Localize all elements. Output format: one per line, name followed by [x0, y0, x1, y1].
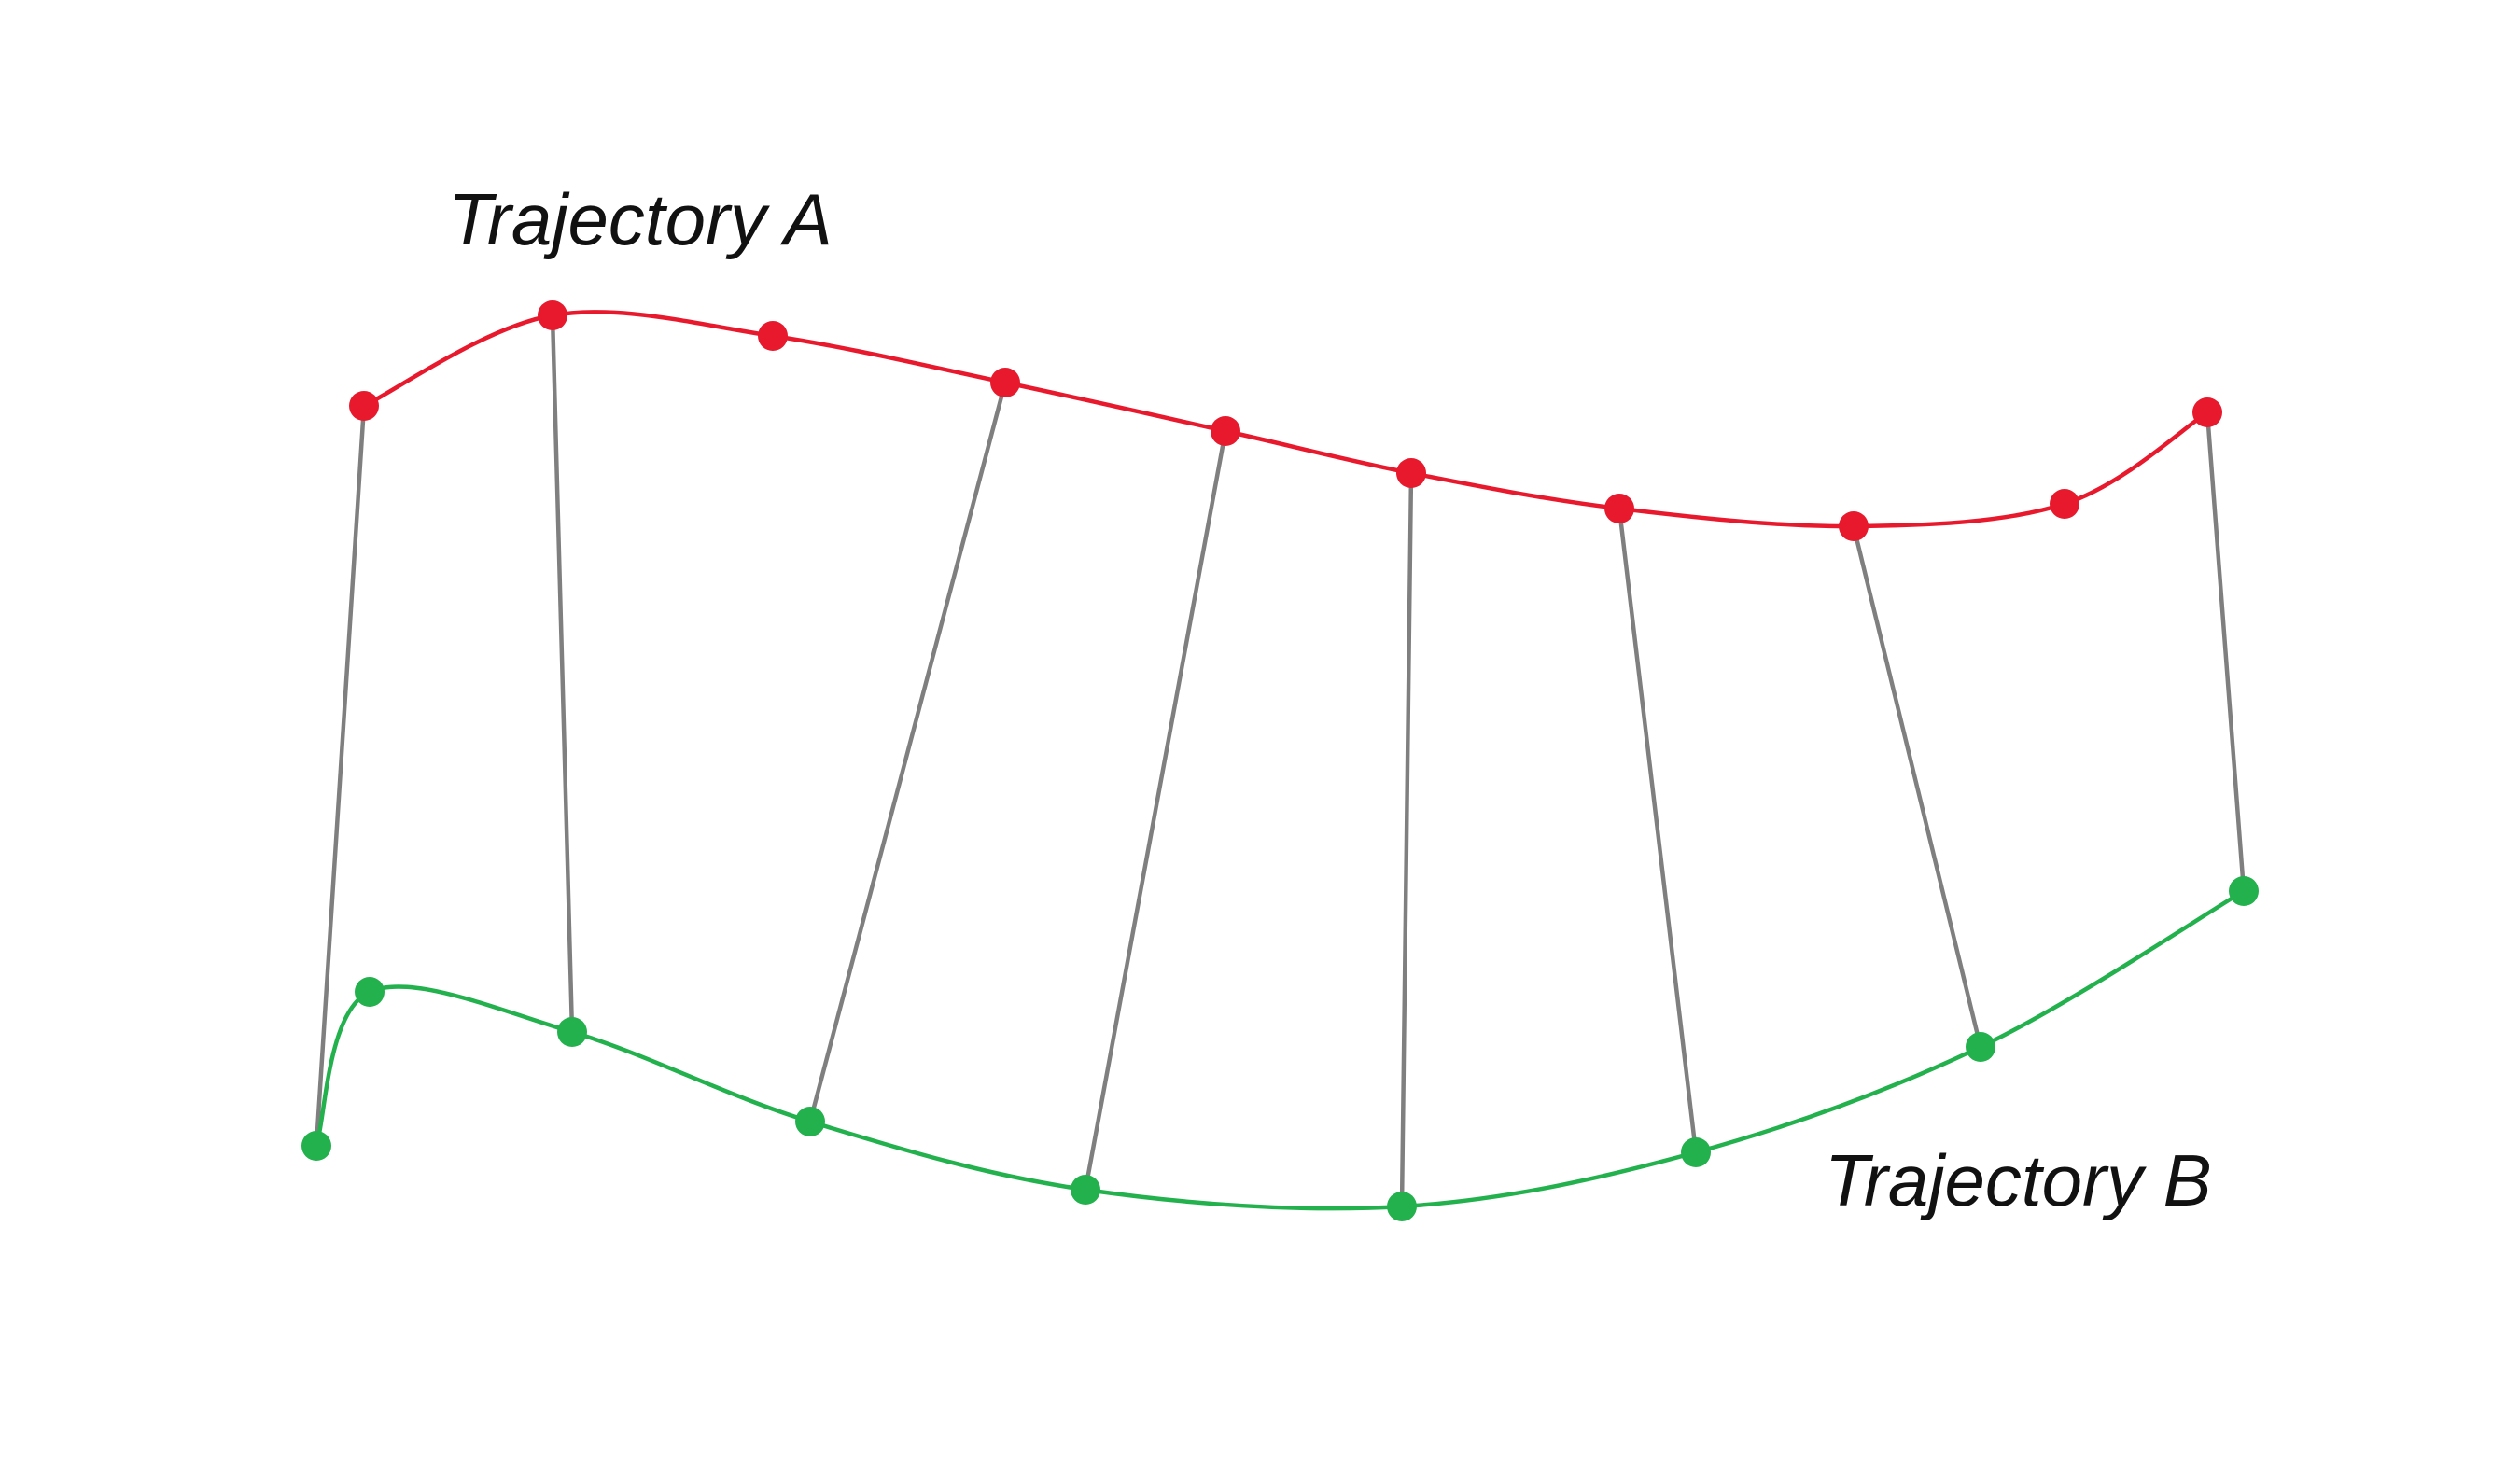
trajectory-a-point [2192, 397, 2222, 427]
trajectory-a-point [1396, 458, 1426, 488]
trajectory-a-point [2050, 489, 2079, 519]
trajectory-a-point [1839, 511, 1869, 541]
trajectory-b-point [1387, 1192, 1417, 1221]
trajectory-b-points [301, 876, 2259, 1221]
trajectory-b-point [1966, 1032, 1995, 1062]
correspondence-link [314, 403, 367, 1149]
correspondence-link [550, 313, 575, 1035]
trajectory-a-curve [361, 310, 2210, 529]
trajectory-b-point [1071, 1175, 1100, 1205]
trajectory-b-point [355, 977, 385, 1007]
trajectory-a-points [349, 300, 2222, 541]
trajectory-b-point [2229, 876, 2259, 906]
trajectory-b-point [1681, 1137, 1711, 1167]
trajectory-b-curve [314, 888, 2247, 1211]
trajectory-a-point [538, 300, 567, 330]
trajectory-a-point [758, 321, 788, 351]
trajectory-b-point [557, 1017, 587, 1047]
trajectory-a-point [990, 368, 1020, 397]
correspondence-link [807, 380, 1008, 1124]
correspondence-link [1851, 523, 1983, 1050]
correspondence-link [1399, 470, 1414, 1209]
trajectory-a-point [1604, 494, 1634, 523]
trajectory-b-label: Trajectory B [1825, 1139, 2212, 1221]
trajectory-a-point [349, 391, 379, 421]
trajectory-b-point [795, 1107, 825, 1136]
correspondence-links [314, 313, 2247, 1209]
correspondence-link [1617, 506, 1699, 1155]
trajectory-b-point [301, 1131, 331, 1161]
correspondence-link [2205, 410, 2247, 894]
correspondence-link [1083, 428, 1228, 1192]
trajectory-a-point [1211, 416, 1240, 446]
trajectory-a-label: Trajectory A [448, 178, 833, 260]
